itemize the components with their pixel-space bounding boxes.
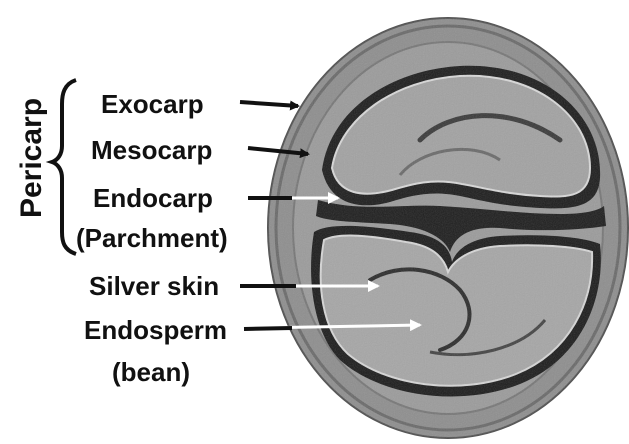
pericarp-bracket bbox=[52, 80, 76, 254]
parchment-label: (Parchment) bbox=[76, 223, 228, 253]
exocarp-arrow bbox=[240, 102, 298, 106]
pericarp-label: Pericarp bbox=[15, 98, 48, 218]
mesocarp-label: Mesocarp bbox=[91, 135, 212, 165]
cherry-section bbox=[268, 18, 628, 438]
pericarp-bracket-group: Pericarp bbox=[15, 80, 76, 254]
endocarp-label: Endocarp bbox=[93, 183, 213, 213]
silver-skin-label: Silver skin bbox=[89, 271, 219, 301]
endosperm-label: Endosperm bbox=[84, 315, 227, 345]
section-texture bbox=[268, 18, 628, 438]
endosperm-arrow-leader bbox=[244, 328, 292, 329]
exocarp-label: Exocarp bbox=[101, 89, 204, 119]
bean-label: (bean) bbox=[112, 357, 190, 387]
